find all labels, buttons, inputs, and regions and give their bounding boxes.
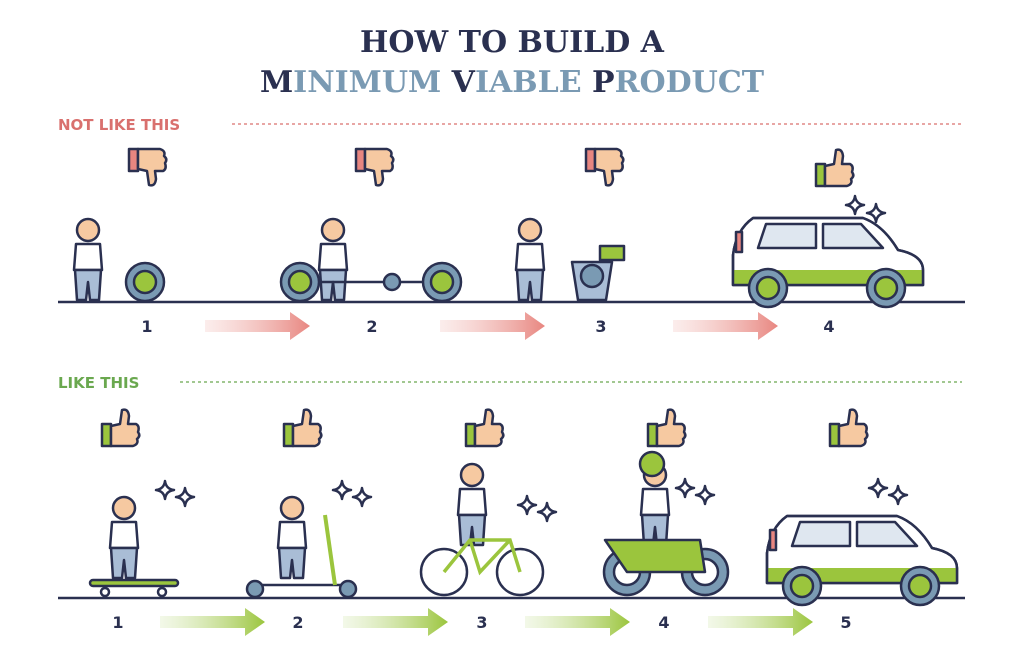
sparkle-icon	[844, 194, 866, 216]
person-icon	[317, 217, 349, 302]
sparkle-icon	[865, 202, 887, 224]
title-accent-v: V	[451, 65, 476, 100]
step-number: 2	[366, 317, 377, 336]
sparkle-icon	[674, 477, 696, 499]
arrow-icon	[440, 312, 545, 340]
sparkle-icon	[887, 484, 909, 506]
thumbs-down-icon	[127, 147, 168, 187]
title-line-2: MINIMUM VIABLE PRODUCT	[260, 65, 765, 100]
thumbs-down-icon	[354, 147, 395, 187]
sparkle-icon	[174, 486, 196, 508]
arrow-icon	[343, 608, 448, 636]
wheel-icon	[124, 261, 166, 303]
step-number: 4	[658, 613, 669, 632]
section-like-this: LIKE THIS	[58, 374, 965, 636]
step-number: 5	[840, 613, 851, 632]
sparkle-icon	[516, 494, 538, 516]
arrow-icon	[708, 608, 813, 636]
sparkle-icon	[351, 486, 373, 508]
step-number: 1	[112, 613, 123, 632]
step-number: 3	[476, 613, 487, 632]
thumbs-up-icon	[282, 408, 323, 448]
skateboard-icon	[88, 578, 180, 598]
title-part: IABLE	[475, 65, 592, 100]
person-icon	[514, 217, 546, 302]
sparkle-icon	[694, 484, 716, 506]
title-line-1: HOW TO BUILD A	[360, 25, 665, 60]
person-icon	[456, 462, 488, 547]
arrow-icon	[160, 608, 265, 636]
sparkle-icon	[154, 479, 176, 501]
arrow-icon	[673, 312, 778, 340]
title-part: INIMUM	[293, 65, 452, 100]
bicycle-icon	[419, 538, 545, 597]
title-part: RODUCT	[615, 65, 765, 100]
sparkle-icon	[867, 477, 889, 499]
axle-chassis-icon	[279, 261, 463, 303]
person-icon	[276, 495, 308, 580]
scooter-icon	[245, 514, 358, 599]
arrow-icon	[525, 608, 630, 636]
section-label: NOT LIKE THIS	[58, 116, 180, 134]
title-accent-m: M	[260, 65, 293, 100]
thumbs-up-icon	[100, 408, 141, 448]
thumbs-up-icon	[828, 408, 869, 448]
person-icon	[108, 495, 140, 580]
thumbs-up-icon	[464, 408, 505, 448]
thumbs-down-icon	[584, 147, 625, 187]
sparkle-icon	[536, 501, 558, 523]
step-number: 2	[292, 613, 303, 632]
section-not-like-this: NOT LIKE THIS 1 2 3 4	[58, 116, 965, 340]
thumbs-up-icon	[646, 408, 687, 448]
car-icon	[767, 516, 957, 605]
section-label: LIKE THIS	[58, 374, 139, 392]
step-number: 4	[823, 317, 834, 336]
sparkle-icon	[331, 479, 353, 501]
thumbs-up-icon	[814, 148, 855, 188]
parts-bin-icon	[570, 244, 626, 302]
title-accent-p: P	[592, 65, 615, 100]
step-number: 3	[595, 317, 606, 336]
motorcycle-icon	[602, 450, 730, 597]
step-number: 1	[141, 317, 152, 336]
person-icon	[72, 217, 104, 302]
arrow-icon	[205, 312, 310, 340]
car-icon	[733, 218, 923, 307]
